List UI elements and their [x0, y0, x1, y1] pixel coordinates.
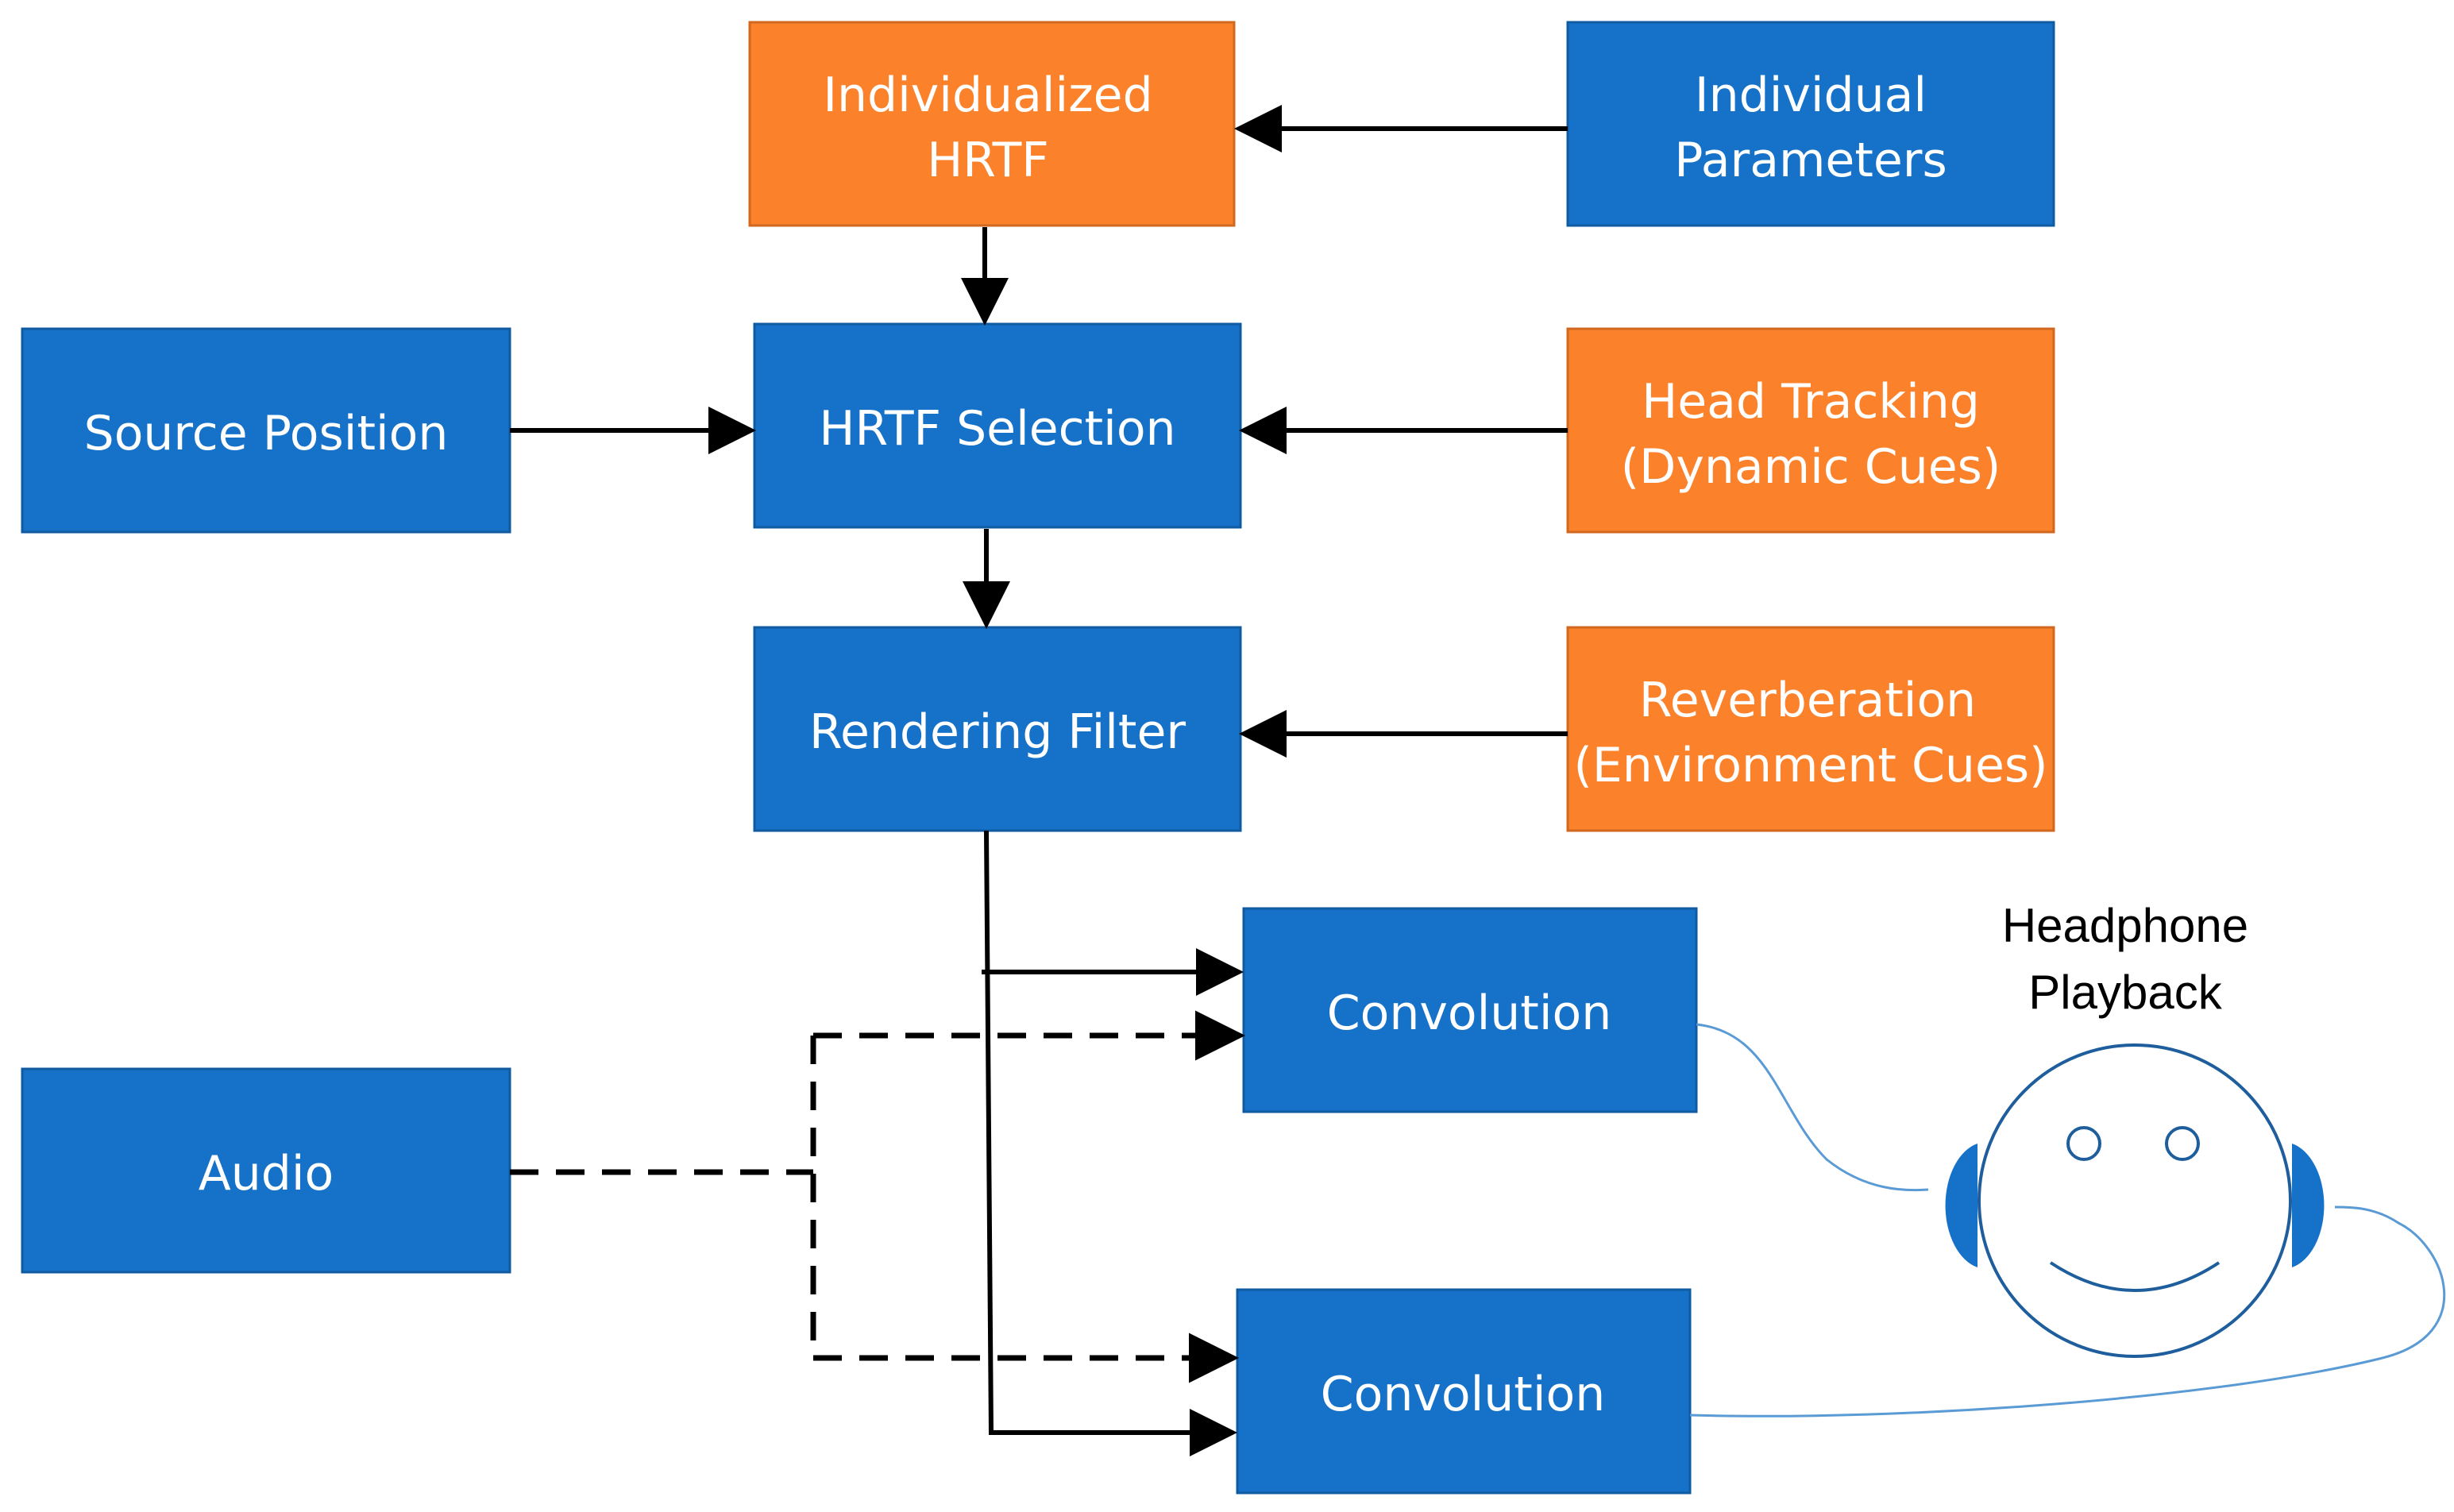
- box-hrtf-selection-bg: [753, 322, 1242, 529]
- box-audio: Audio: [21, 1067, 511, 1274]
- box-head-tracking-line2: (Dynamic Cues): [1621, 439, 2001, 495]
- box-convolution-bottom: Convolution: [1236, 1288, 1692, 1495]
- box-reverberation-bg: [1566, 626, 2055, 832]
- cable-bottom-to-right-earcup: [1689, 1205, 2445, 1418]
- smiley-face-with-headphones-icon: [1945, 1043, 2325, 1358]
- box-head-tracking-line1: Head Tracking: [1642, 374, 1980, 430]
- box-individual-parameters-line2: Parameters: [1674, 133, 1947, 188]
- box-individualized-hrtf-bg: [748, 21, 1236, 227]
- box-hrtf-selection: HRTF Selection: [753, 322, 1242, 529]
- box-reverberation-line1: Reverberation: [1639, 673, 1976, 728]
- cable-top-to-left-earcup: [1696, 1023, 1929, 1192]
- box-individualized-hrtf-line2: HRTF: [927, 133, 1049, 188]
- box-head-tracking-bg: [1566, 327, 2055, 534]
- smile: [2049, 1261, 2221, 1292]
- box-source-position-label: Source Position: [84, 406, 449, 461]
- box-audio-label: Audio: [199, 1146, 334, 1202]
- box-reverberation: Reverberation (Environment Cues): [1566, 626, 2055, 832]
- headphone-caption-line1: Headphone: [2002, 899, 2248, 952]
- arrow-rendering-filter-to-convolution-bottom: [984, 830, 1237, 1456]
- box-head-tracking: Head Tracking (Dynamic Cues): [1566, 327, 2055, 534]
- headphone-caption-line2: Playback: [2028, 966, 2222, 1019]
- box-convolution-top: Convolution: [1242, 907, 1698, 1113]
- box-convolution-top-bg: [1242, 907, 1698, 1113]
- box-reverberation-line2: (Environment Cues): [1573, 738, 2047, 793]
- box-source-position: Source Position: [21, 327, 511, 534]
- box-individualized-hrtf-line1: Individualized: [823, 68, 1152, 123]
- left-eye: [2066, 1126, 2101, 1161]
- box-individual-parameters-bg: [1566, 21, 2055, 227]
- box-convolution-bottom-bg: [1236, 1288, 1692, 1495]
- box-source-position-bg: [21, 327, 511, 534]
- box-rendering-filter-label: Rendering Filter: [809, 704, 1186, 760]
- right-eye: [2165, 1126, 2200, 1161]
- box-individualized-hrtf: Individualized HRTF: [748, 21, 1236, 227]
- box-convolution-bottom-label: Convolution: [1321, 1367, 1605, 1422]
- box-hrtf-selection-label: HRTF Selection: [819, 401, 1175, 457]
- box-audio-bg: [21, 1067, 511, 1274]
- box-individual-parameters: Individual Parameters: [1566, 21, 2055, 227]
- right-earcup: [2292, 1144, 2325, 1267]
- box-convolution-top-label: Convolution: [1327, 986, 1611, 1041]
- head-outline: [1977, 1043, 2292, 1358]
- left-earcup: [1945, 1144, 1977, 1267]
- box-individual-parameters-line1: Individual: [1695, 68, 1927, 123]
- box-rendering-filter: Rendering Filter: [753, 626, 1242, 832]
